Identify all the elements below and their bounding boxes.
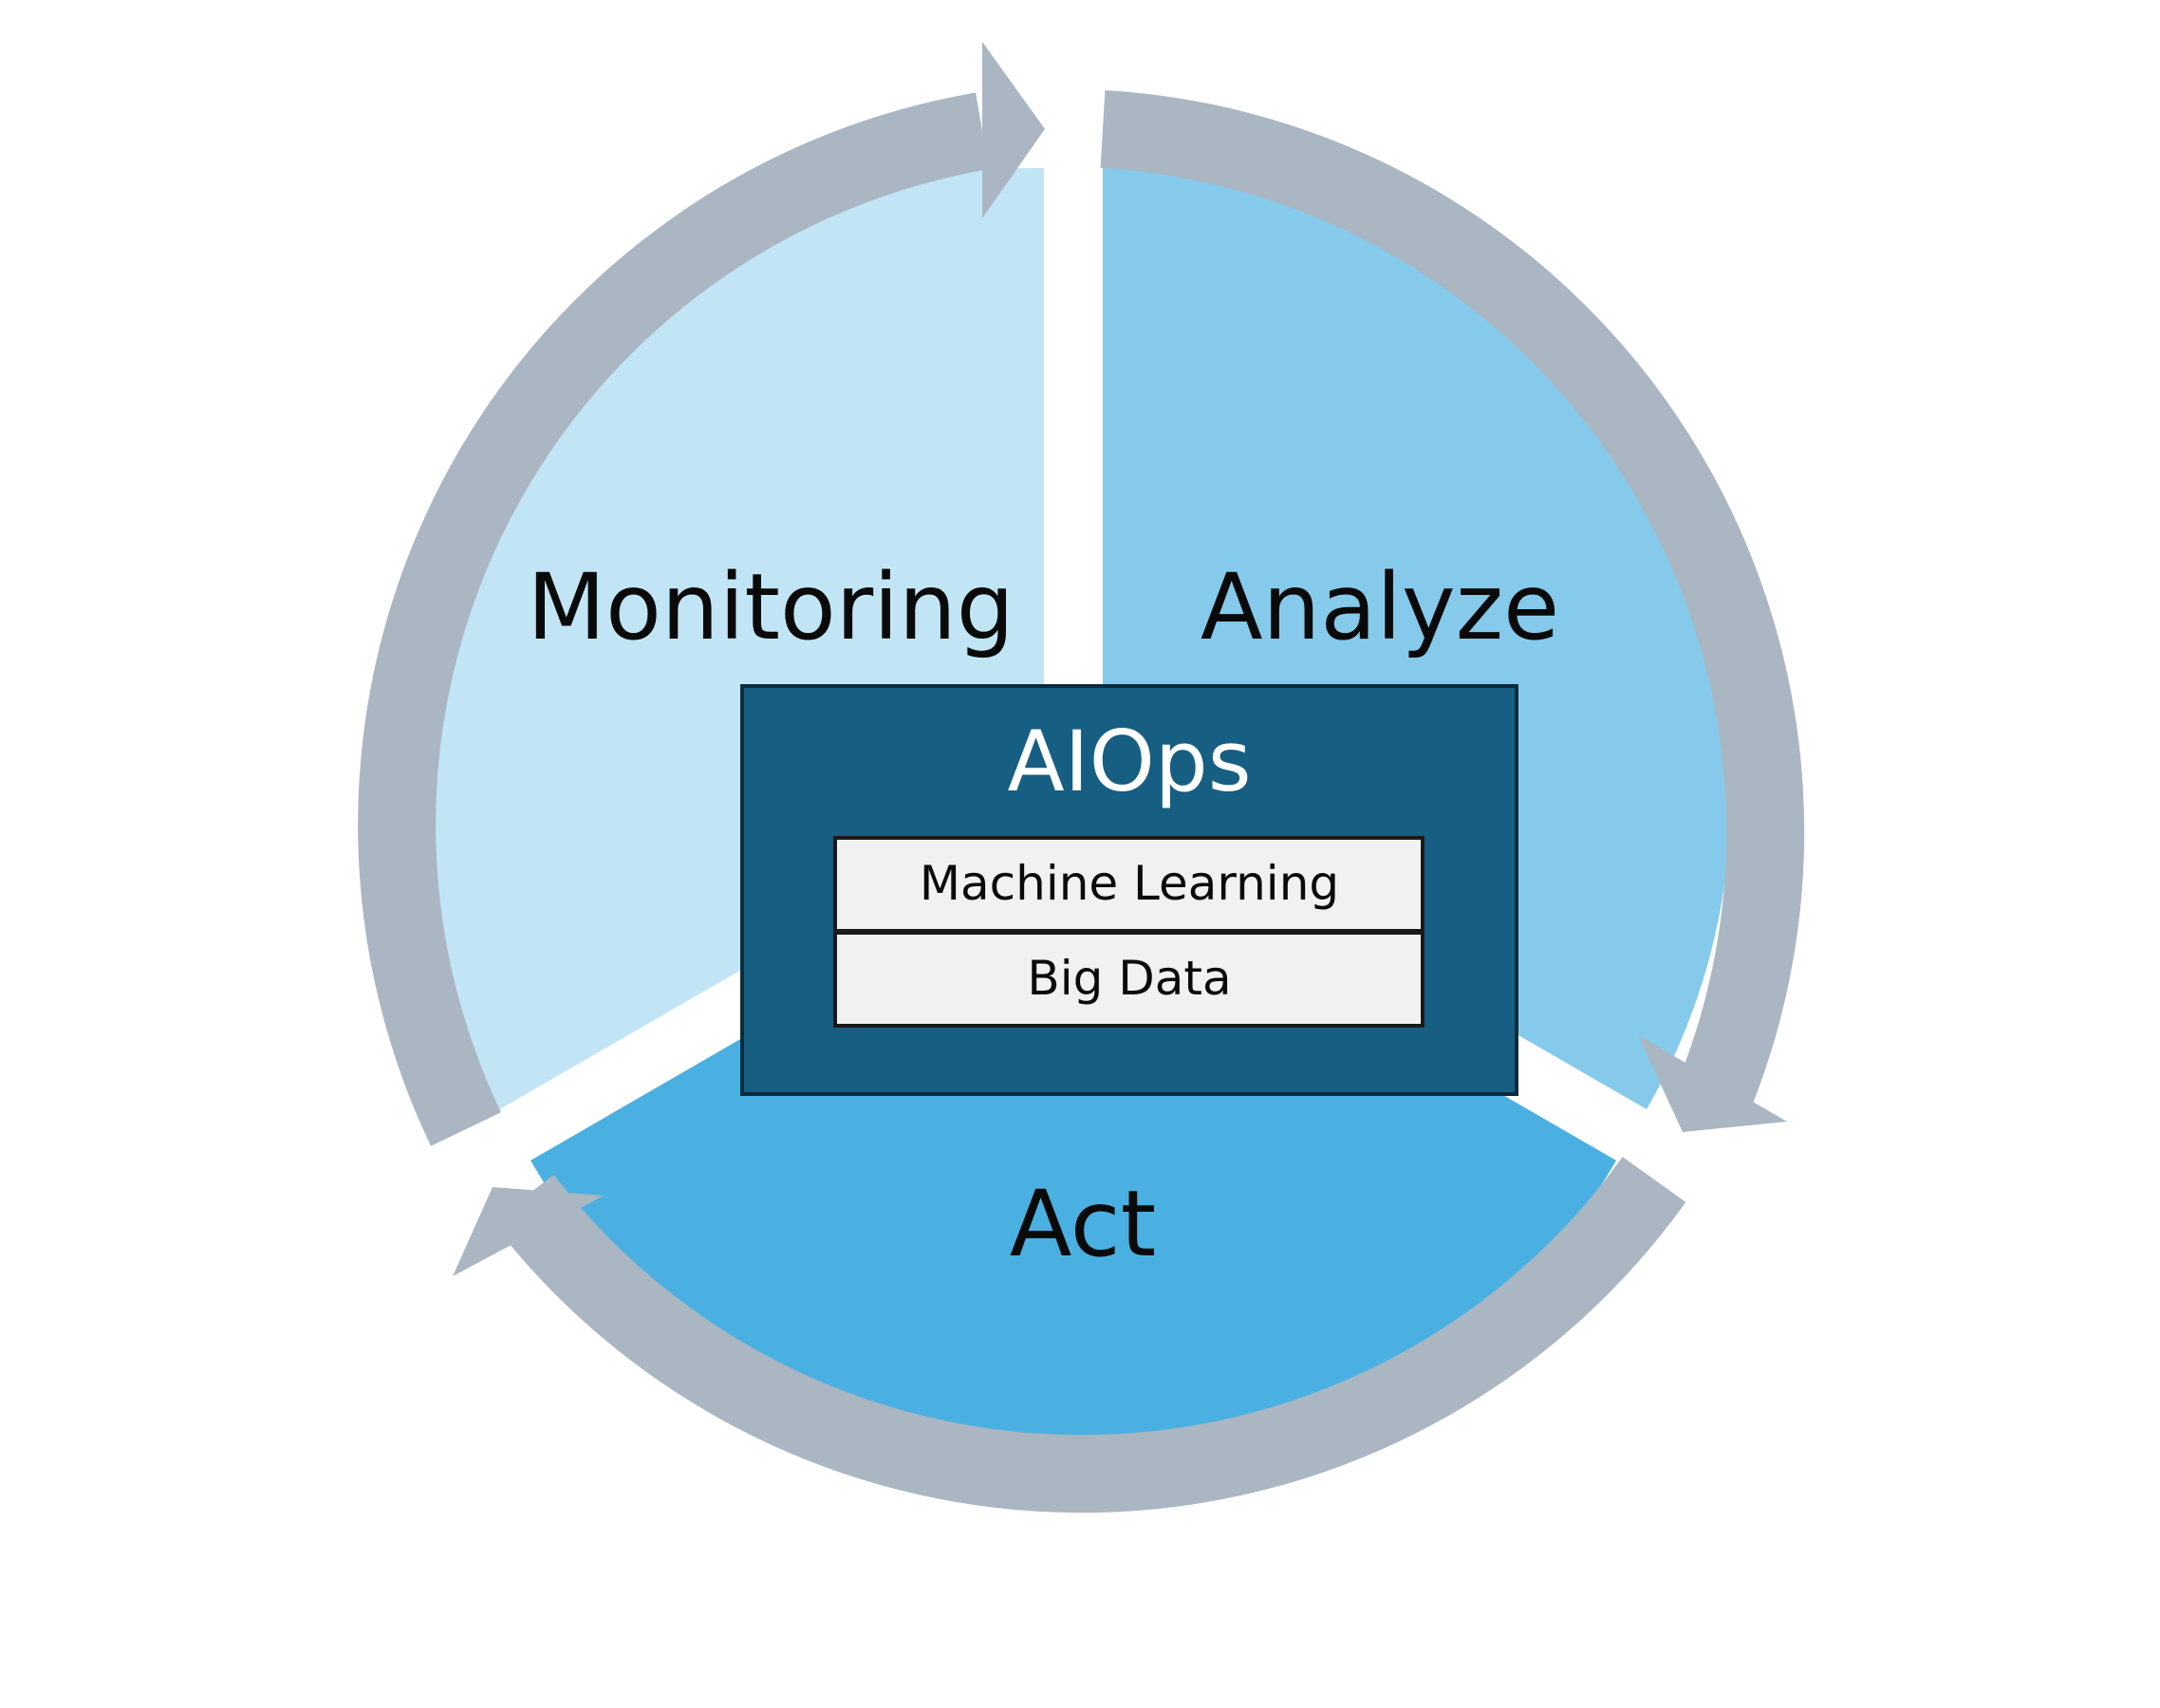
machine-learning-label: Machine Learning — [920, 856, 1339, 911]
monitoring-label: Monitoring — [527, 554, 1014, 660]
aiops-title: AIOps — [1007, 713, 1251, 810]
arrow-monitoring-to-analyze — [358, 92, 989, 1146]
arrowheads — [453, 42, 1787, 1276]
act-segment — [531, 846, 1616, 1474]
act-label: Act — [1010, 1171, 1156, 1277]
cycle-arrows — [358, 90, 1805, 1513]
machine-learning-layer — [833, 836, 1424, 933]
analyze-label: Analyze — [1201, 554, 1559, 660]
big-data-layer — [833, 931, 1424, 1028]
arrow-act-to-monitoring — [492, 1157, 1686, 1513]
arrowhead-top-icon — [982, 42, 1045, 218]
arrow-analyze-to-act — [1100, 90, 1805, 1111]
arrowhead-left-icon — [453, 1187, 604, 1276]
arrowhead-right-icon — [1638, 1035, 1787, 1132]
big-data-label: Big Data — [1027, 951, 1231, 1006]
